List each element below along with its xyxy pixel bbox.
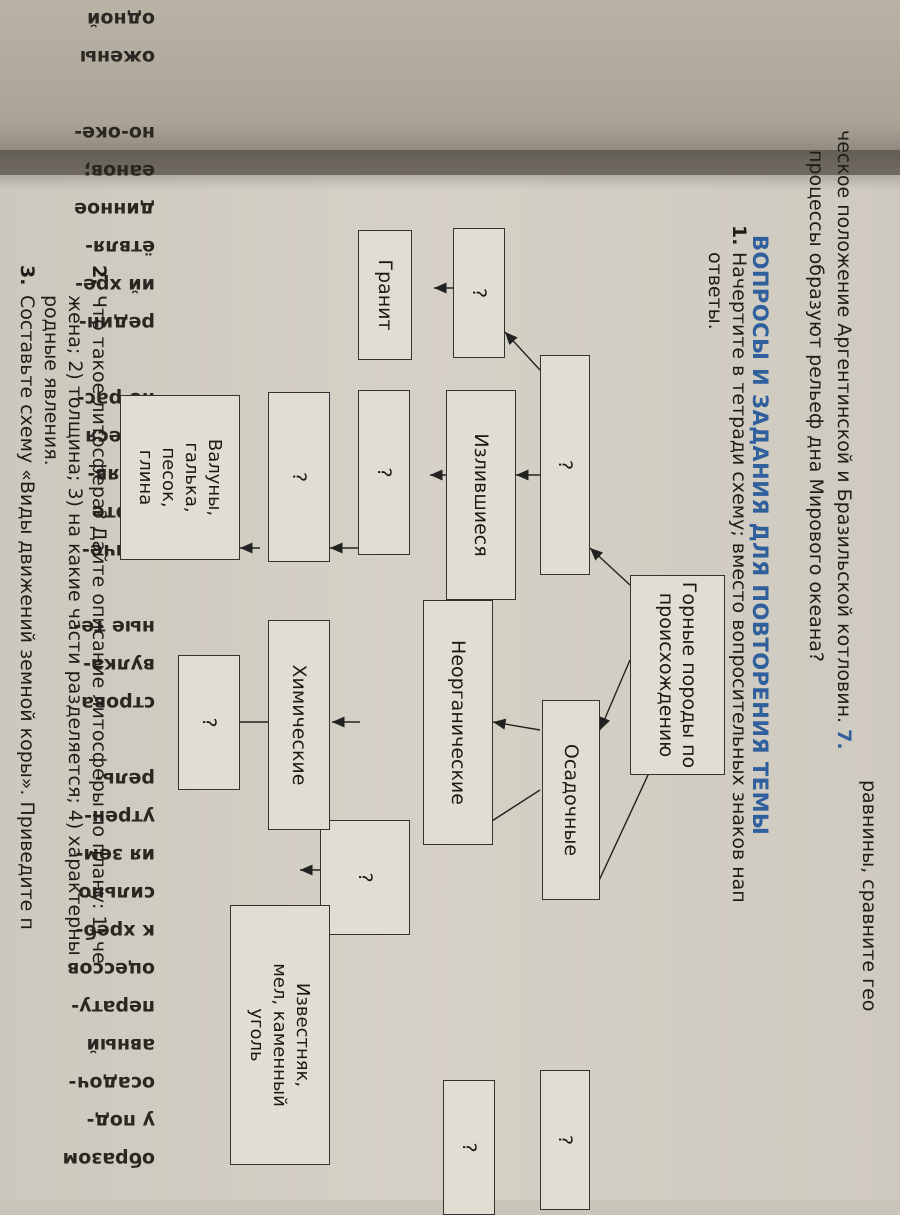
diagram-clastic-examples-label: Валуны, галька, песок, глина xyxy=(135,438,225,517)
diagram-unknown-label: ? xyxy=(458,1142,481,1153)
diagram-unknown-box-right-2: ? xyxy=(320,820,410,935)
diagram-unknown-label: ? xyxy=(288,471,311,483)
diagram-organic-examples-box: Известняк, мел, каменный уголь xyxy=(230,905,330,1165)
diagram-unknown-box-5: ? xyxy=(178,655,240,790)
diagram-sedimentary-box: Осадочные xyxy=(542,700,600,900)
question-2-line-1: Что такое литосфера? Дайте описание лито… xyxy=(88,295,110,964)
diagram-organic-examples-label: Известняк, мел, каменный уголь xyxy=(246,963,314,1107)
diagram-unknown-label: ? xyxy=(373,467,396,478)
diagram-inorganic-box: Неорганические xyxy=(423,600,493,845)
diagram-unknown-label: ? xyxy=(198,717,221,728)
diagram-chemical-label: Химические xyxy=(288,664,311,786)
diagram-effusive-label: Излившиеся xyxy=(470,433,493,557)
diagram-inorganic-label: Неорганические xyxy=(447,640,470,805)
diagram-clastic-examples-box: Валуны, галька, песок, глина xyxy=(120,395,240,560)
diagram-unknown-label: ? xyxy=(554,459,577,471)
diagram-unknown-label: ? xyxy=(354,872,377,883)
diagram-unknown-box-3: ? xyxy=(358,390,410,555)
previous-page xyxy=(0,0,900,175)
question-2-number: 2. xyxy=(88,265,110,286)
diagram-sedimentary-label: Осадочные xyxy=(560,743,583,857)
diagram-granite-box: Гранит xyxy=(358,230,412,360)
diagram-unknown-box-1: ? xyxy=(540,355,590,575)
diagram-chemical-box: Химические xyxy=(268,620,330,830)
question-2-line-3: родные явления. xyxy=(40,295,62,466)
diagram-unknown-label: ? xyxy=(468,287,491,299)
question-3-number: 3. xyxy=(16,265,38,286)
diagram-granite-label: Гранит xyxy=(374,259,397,331)
diagram-unknown-label: ? xyxy=(554,1134,577,1146)
diagram-unknown-box-4: ? xyxy=(268,392,330,562)
page-gutter-shadow xyxy=(0,150,900,190)
diagram-unknown-box-2: ? xyxy=(453,228,505,358)
diagram-root-label: Горные породы по происхождению xyxy=(655,581,701,769)
diagram-unknown-box-right-1: ? xyxy=(443,1080,495,1215)
question-2-line-2: жена; 2) толщина; 3) на какие части разд… xyxy=(64,295,86,956)
diagram-effusive-box: Излившиеся xyxy=(446,390,516,600)
question-3-line-1: Составьте схему «Виды движений земной ко… xyxy=(16,295,38,930)
diagram-root-box: Горные породы по происхождению xyxy=(630,575,725,775)
diagram-unknown-box-top-right: ? xyxy=(540,1070,590,1210)
